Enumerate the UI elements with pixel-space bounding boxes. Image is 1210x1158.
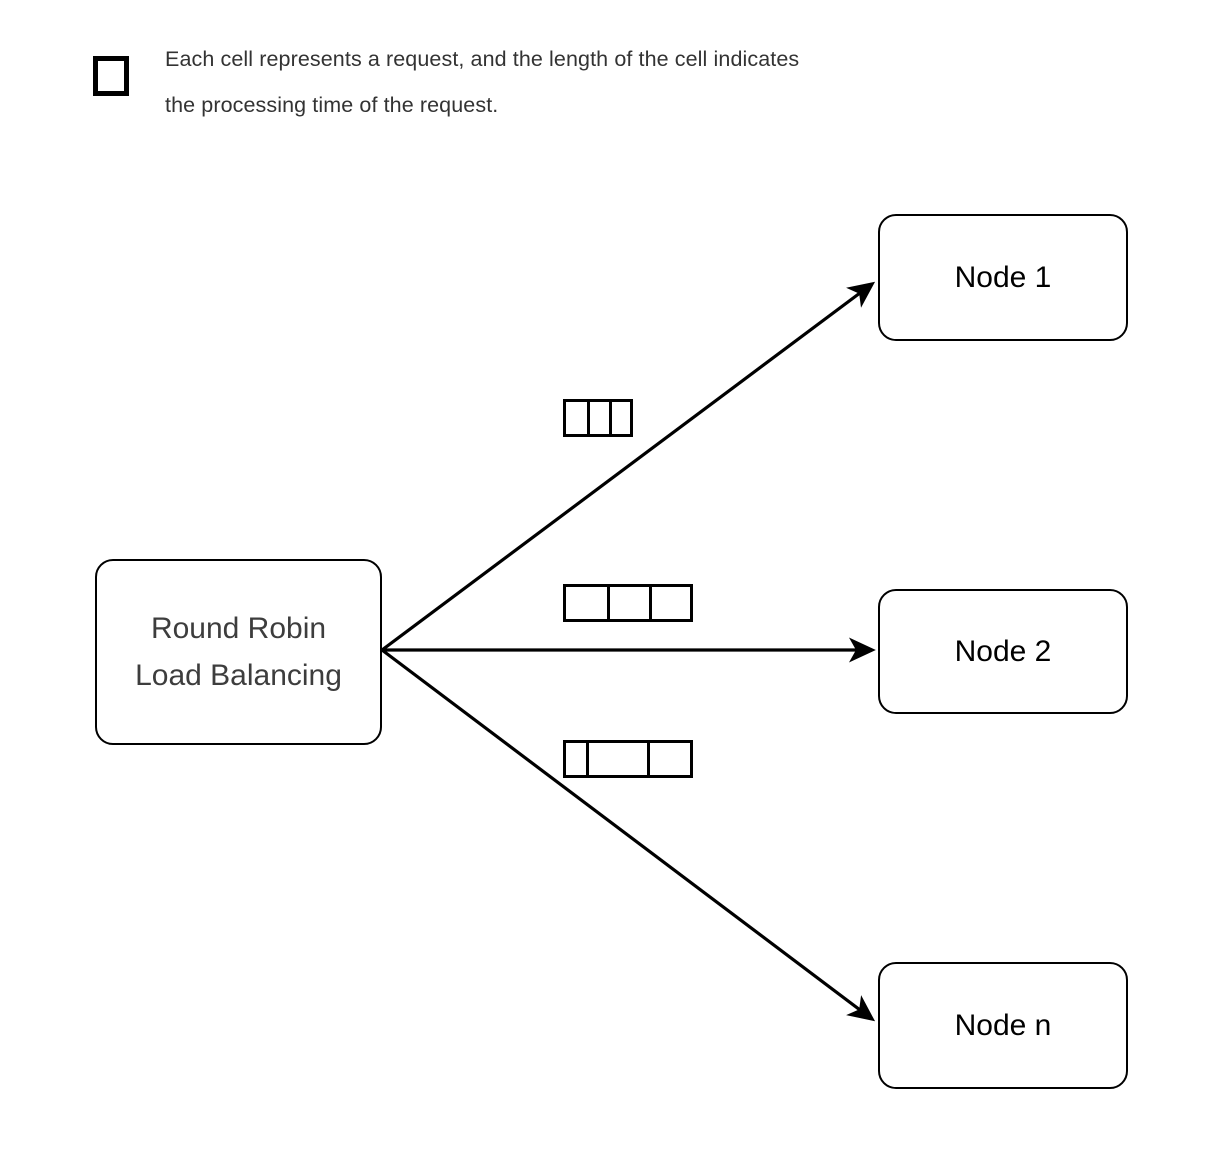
load-balancer-label: Round Robin Load Balancing (135, 611, 342, 692)
queue-cell (566, 587, 608, 619)
node-box-node-1[interactable]: Node 1 (878, 214, 1128, 341)
queue-node-2 (563, 584, 693, 622)
node-label: Node n (954, 1008, 1052, 1042)
node-label: Node 2 (954, 634, 1052, 668)
legend-caption: Each cell represents a request, and the … (165, 47, 800, 117)
load-balancer-box[interactable]: Round Robin Load Balancing (95, 559, 382, 745)
edge-to-node-n (381, 648, 876, 1022)
node-label: Node 1 (954, 260, 1052, 294)
node-box-node-n[interactable]: Node n (878, 962, 1128, 1089)
queue-cell (585, 743, 647, 775)
request-cell-swatch-icon (93, 56, 129, 96)
queue-cell (607, 587, 649, 619)
queue-cell (648, 587, 690, 619)
node-box-node-2[interactable]: Node 2 (878, 589, 1128, 714)
queue-cell (566, 402, 588, 434)
legend: Each cell represents a request, and the … (93, 36, 973, 132)
queue-node-1 (563, 399, 633, 437)
queue-cell (566, 743, 586, 775)
queue-node-n (563, 740, 693, 778)
queue-cell (608, 402, 630, 434)
queue-cell (587, 402, 609, 434)
queue-cell (646, 743, 690, 775)
